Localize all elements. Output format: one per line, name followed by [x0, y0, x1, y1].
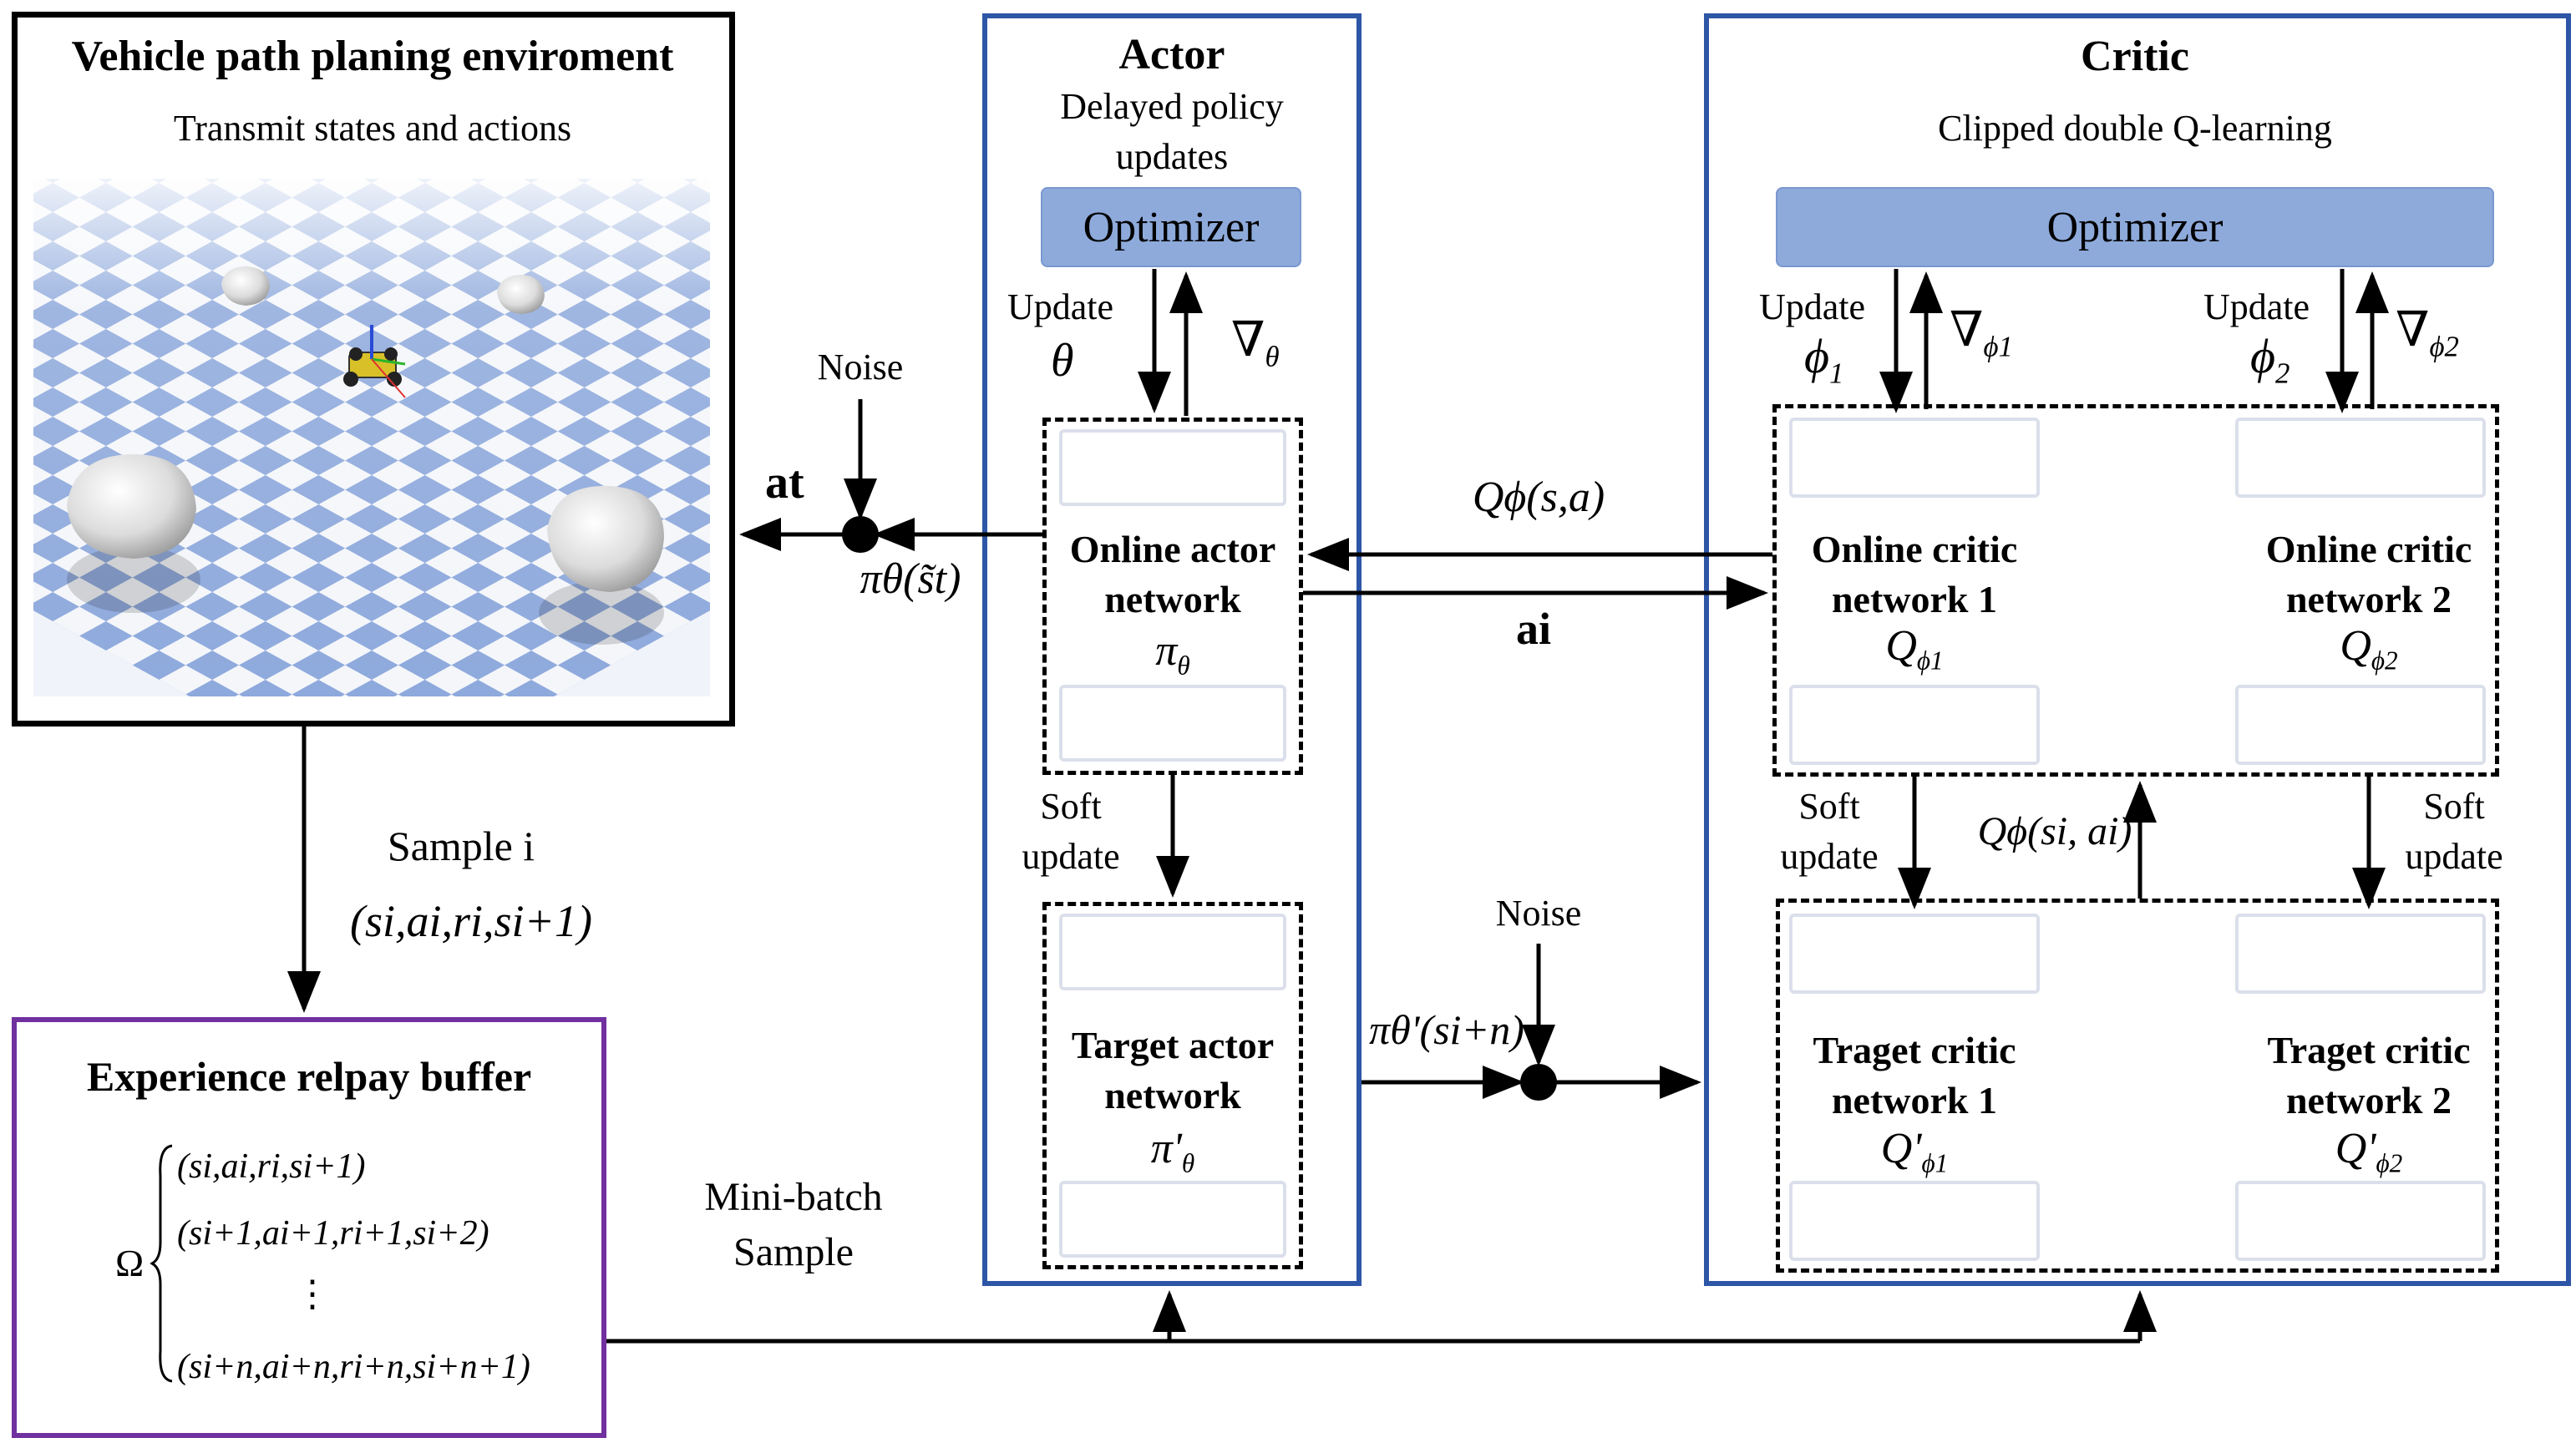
environment-box: [12, 12, 735, 727]
online-actor-symbol: πθ: [1155, 627, 1190, 681]
nn-icon: [2235, 685, 2486, 765]
critic-update1-label: Update: [1759, 286, 1866, 327]
actor-box: [982, 13, 1362, 1286]
target-actor-network: [1042, 902, 1303, 1269]
nn-icon: [1059, 1181, 1286, 1258]
critic-soft-left-1: Soft: [1798, 786, 1860, 827]
nn-icon: [1789, 914, 2040, 994]
critic-q-mid-label: Qϕ(si, ai): [1977, 809, 2132, 853]
actor-gradient-symbol: ∇θ: [1231, 312, 1280, 373]
target-actor-label-1: Target actor: [1071, 1024, 1275, 1066]
online-critic1-label-2: network 1: [1831, 578, 1998, 620]
policy-output-label: πθ(s̃t): [860, 555, 961, 603]
actor-subtitle-2: updates: [1115, 136, 1229, 177]
critic-gradient1-symbol: ∇ϕ1: [1950, 302, 2013, 363]
actor-title: Actor: [1118, 31, 1225, 78]
critic-gradient2-symbol: ∇ϕ2: [2396, 302, 2459, 363]
online-actor-label-1: Online actor: [1069, 528, 1276, 570]
action-i-label: ai: [1515, 604, 1552, 654]
q-feedback-label: Qϕ(s,a): [1472, 473, 1605, 521]
buffer-brace: [150, 1144, 173, 1383]
replay-buffer-box: [12, 1017, 606, 1438]
minibatch-label-1: Mini-batch: [704, 1175, 883, 1219]
nn-icon: [2235, 1181, 2486, 1261]
online-critic1-symbol: Qϕ1: [1885, 622, 1944, 676]
critic-soft-left-2: update: [1780, 836, 1879, 877]
nn-icon: [1059, 914, 1286, 990]
simulation-scene-image: [33, 179, 710, 696]
online-critic2-label-1: Online critic: [2265, 528, 2472, 570]
noise-top-label: Noise: [817, 347, 904, 387]
actor-update-param: θ: [1051, 335, 1074, 387]
critic-update2-param: ϕ2: [2250, 329, 2290, 390]
minibatch-label-2: Sample: [733, 1230, 854, 1274]
nn-icon: [1789, 685, 2040, 765]
action-t-label: at: [765, 457, 804, 509]
actor-subtitle-1: Delayed policy: [1060, 86, 1284, 127]
critic-update2-label: Update: [2203, 286, 2310, 327]
critic-title: Critic: [2081, 33, 2189, 80]
online-critic2-label-2: network 2: [2285, 578, 2452, 620]
target-critic1-symbol: Q'ϕ1: [1880, 1125, 1949, 1178]
online-critic1-label-1: Online critic: [1811, 528, 2018, 570]
online-actor-network: [1042, 418, 1303, 775]
online-critic-group: [1772, 404, 2499, 777]
nn-icon: [1789, 418, 2040, 498]
actor-soft-update-1: Soft: [1040, 786, 1102, 827]
target-critic1-label-2: network 1: [1831, 1079, 1998, 1121]
noise-bottom-label: Noise: [1495, 893, 1582, 934]
nn-icon: [1059, 429, 1286, 506]
target-actor-symbol: π'θ: [1150, 1125, 1195, 1178]
target-critic-group: [1776, 899, 2499, 1273]
buffer-omega: Ω: [115, 1242, 145, 1284]
environment-title: Vehicle path planing enviroment: [71, 33, 674, 80]
buffer-row-2: (si+1,ai+1,ri+1,si+2): [177, 1214, 489, 1253]
critic-box: [1704, 13, 2571, 1286]
buffer-row-1: (si,ai,ri,si+1): [177, 1147, 366, 1186]
critic-optimizer: Optimizer: [1776, 187, 2494, 267]
buffer-title: Experience relpay buffer: [86, 1053, 532, 1100]
target-critic2-symbol: Q'ϕ2: [2335, 1125, 2403, 1178]
target-policy-label: πθ'(si+n): [1369, 1006, 1524, 1053]
critic-update1-param: ϕ1: [1804, 329, 1844, 390]
target-actor-label-2: network: [1104, 1074, 1241, 1116]
noise-sum-node-bottom: [1520, 1064, 1557, 1101]
nn-icon: [2235, 418, 2486, 498]
actor-soft-update-2: update: [1022, 836, 1120, 877]
critic-soft-right-1: Soft: [2423, 786, 2485, 827]
critic-subtitle: Clipped double Q-learning: [1938, 108, 2332, 149]
online-actor-label-2: network: [1104, 578, 1241, 620]
actor-update-label: Update: [1007, 286, 1114, 327]
critic-soft-right-2: update: [2405, 836, 2503, 877]
nn-icon: [2235, 914, 2486, 994]
target-critic1-label-1: Traget critic: [1813, 1029, 2016, 1071]
sample-i-label: Sample i: [387, 823, 535, 869]
target-critic2-label-2: network 2: [2285, 1079, 2452, 1121]
online-critic2-symbol: Qϕ2: [2340, 622, 2398, 676]
buffer-row-ellipsis: ⋮: [294, 1273, 331, 1314]
sample-tuple-label: (si,ai,ri,si+1): [350, 896, 592, 946]
noise-sum-node-top: [842, 516, 879, 553]
target-critic2-label-1: Traget critic: [2267, 1029, 2471, 1071]
nn-icon: [1059, 685, 1286, 762]
nn-icon: [1789, 1181, 2040, 1261]
actor-optimizer: Optimizer: [1041, 187, 1301, 267]
environment-subtitle: Transmit states and actions: [173, 108, 572, 149]
buffer-row-last: (si+n,ai+n,ri+n,si+n+1): [177, 1348, 530, 1386]
